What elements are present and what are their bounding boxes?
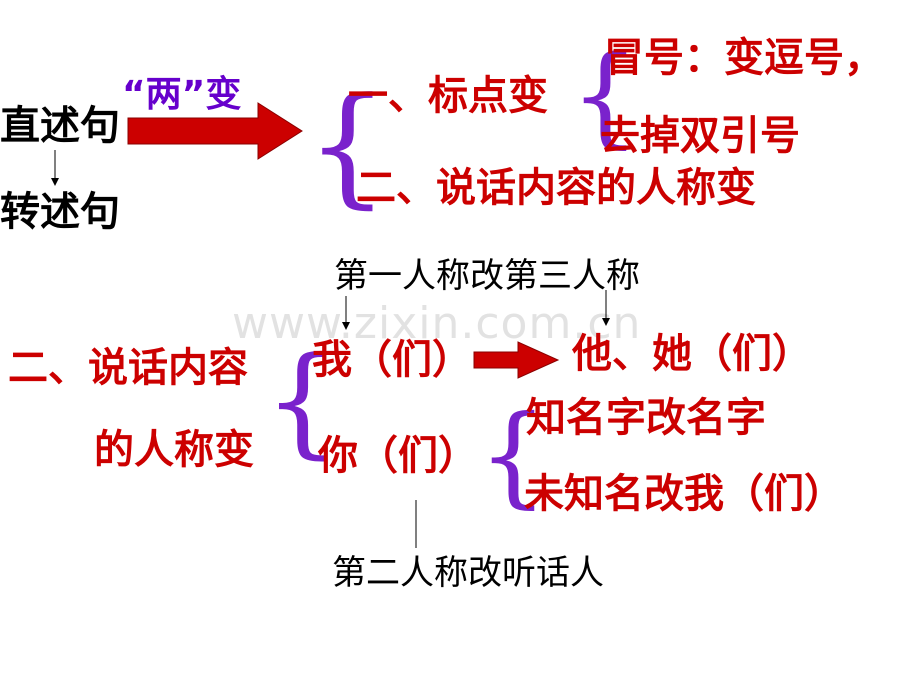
first-person-note-arrow-head: [342, 322, 350, 330]
source-sentence-label: 直述句: [0, 103, 120, 149]
second-person-note: 第二人称改听话人: [332, 553, 604, 593]
first-person-note: 第一人称改第三人称: [334, 256, 640, 296]
branch-person-change: 二、说话内容的人称变: [356, 165, 756, 211]
unknown-name-rule: 未知名改我（们）: [524, 471, 844, 517]
watermark: www.zixin.com.cn: [232, 298, 642, 349]
second-person-brace: {: [478, 391, 548, 519]
section-heading-line2: 的人称变: [94, 427, 254, 473]
big-red-arrow: [127, 102, 303, 160]
punctuation-brace: {: [570, 31, 640, 159]
section-heading-line1: 二、说话内容: [8, 345, 248, 391]
target-sentence-label: 转述句: [0, 189, 120, 235]
third-person-label: 他、她（们）: [572, 331, 812, 377]
first-to-third-arrow: [473, 341, 560, 379]
top-brace: {: [306, 69, 389, 221]
known-name-rule: 知名字改名字: [526, 395, 766, 441]
branch-punctuation-quotes: 去掉双引号: [600, 113, 800, 159]
person-brace: {: [264, 332, 341, 471]
source-to-target-arrow-head: [51, 178, 59, 186]
branch-punctuation-colon: 冒号：变逗号，: [604, 35, 884, 81]
change-label: “两”变: [122, 74, 242, 115]
third-person-note-arrow-head: [602, 318, 610, 326]
second-person-label: 你（们）: [318, 433, 478, 479]
first-person-label: 我（们）: [312, 337, 472, 383]
branch-punctuation: 一、标点变: [348, 73, 548, 119]
